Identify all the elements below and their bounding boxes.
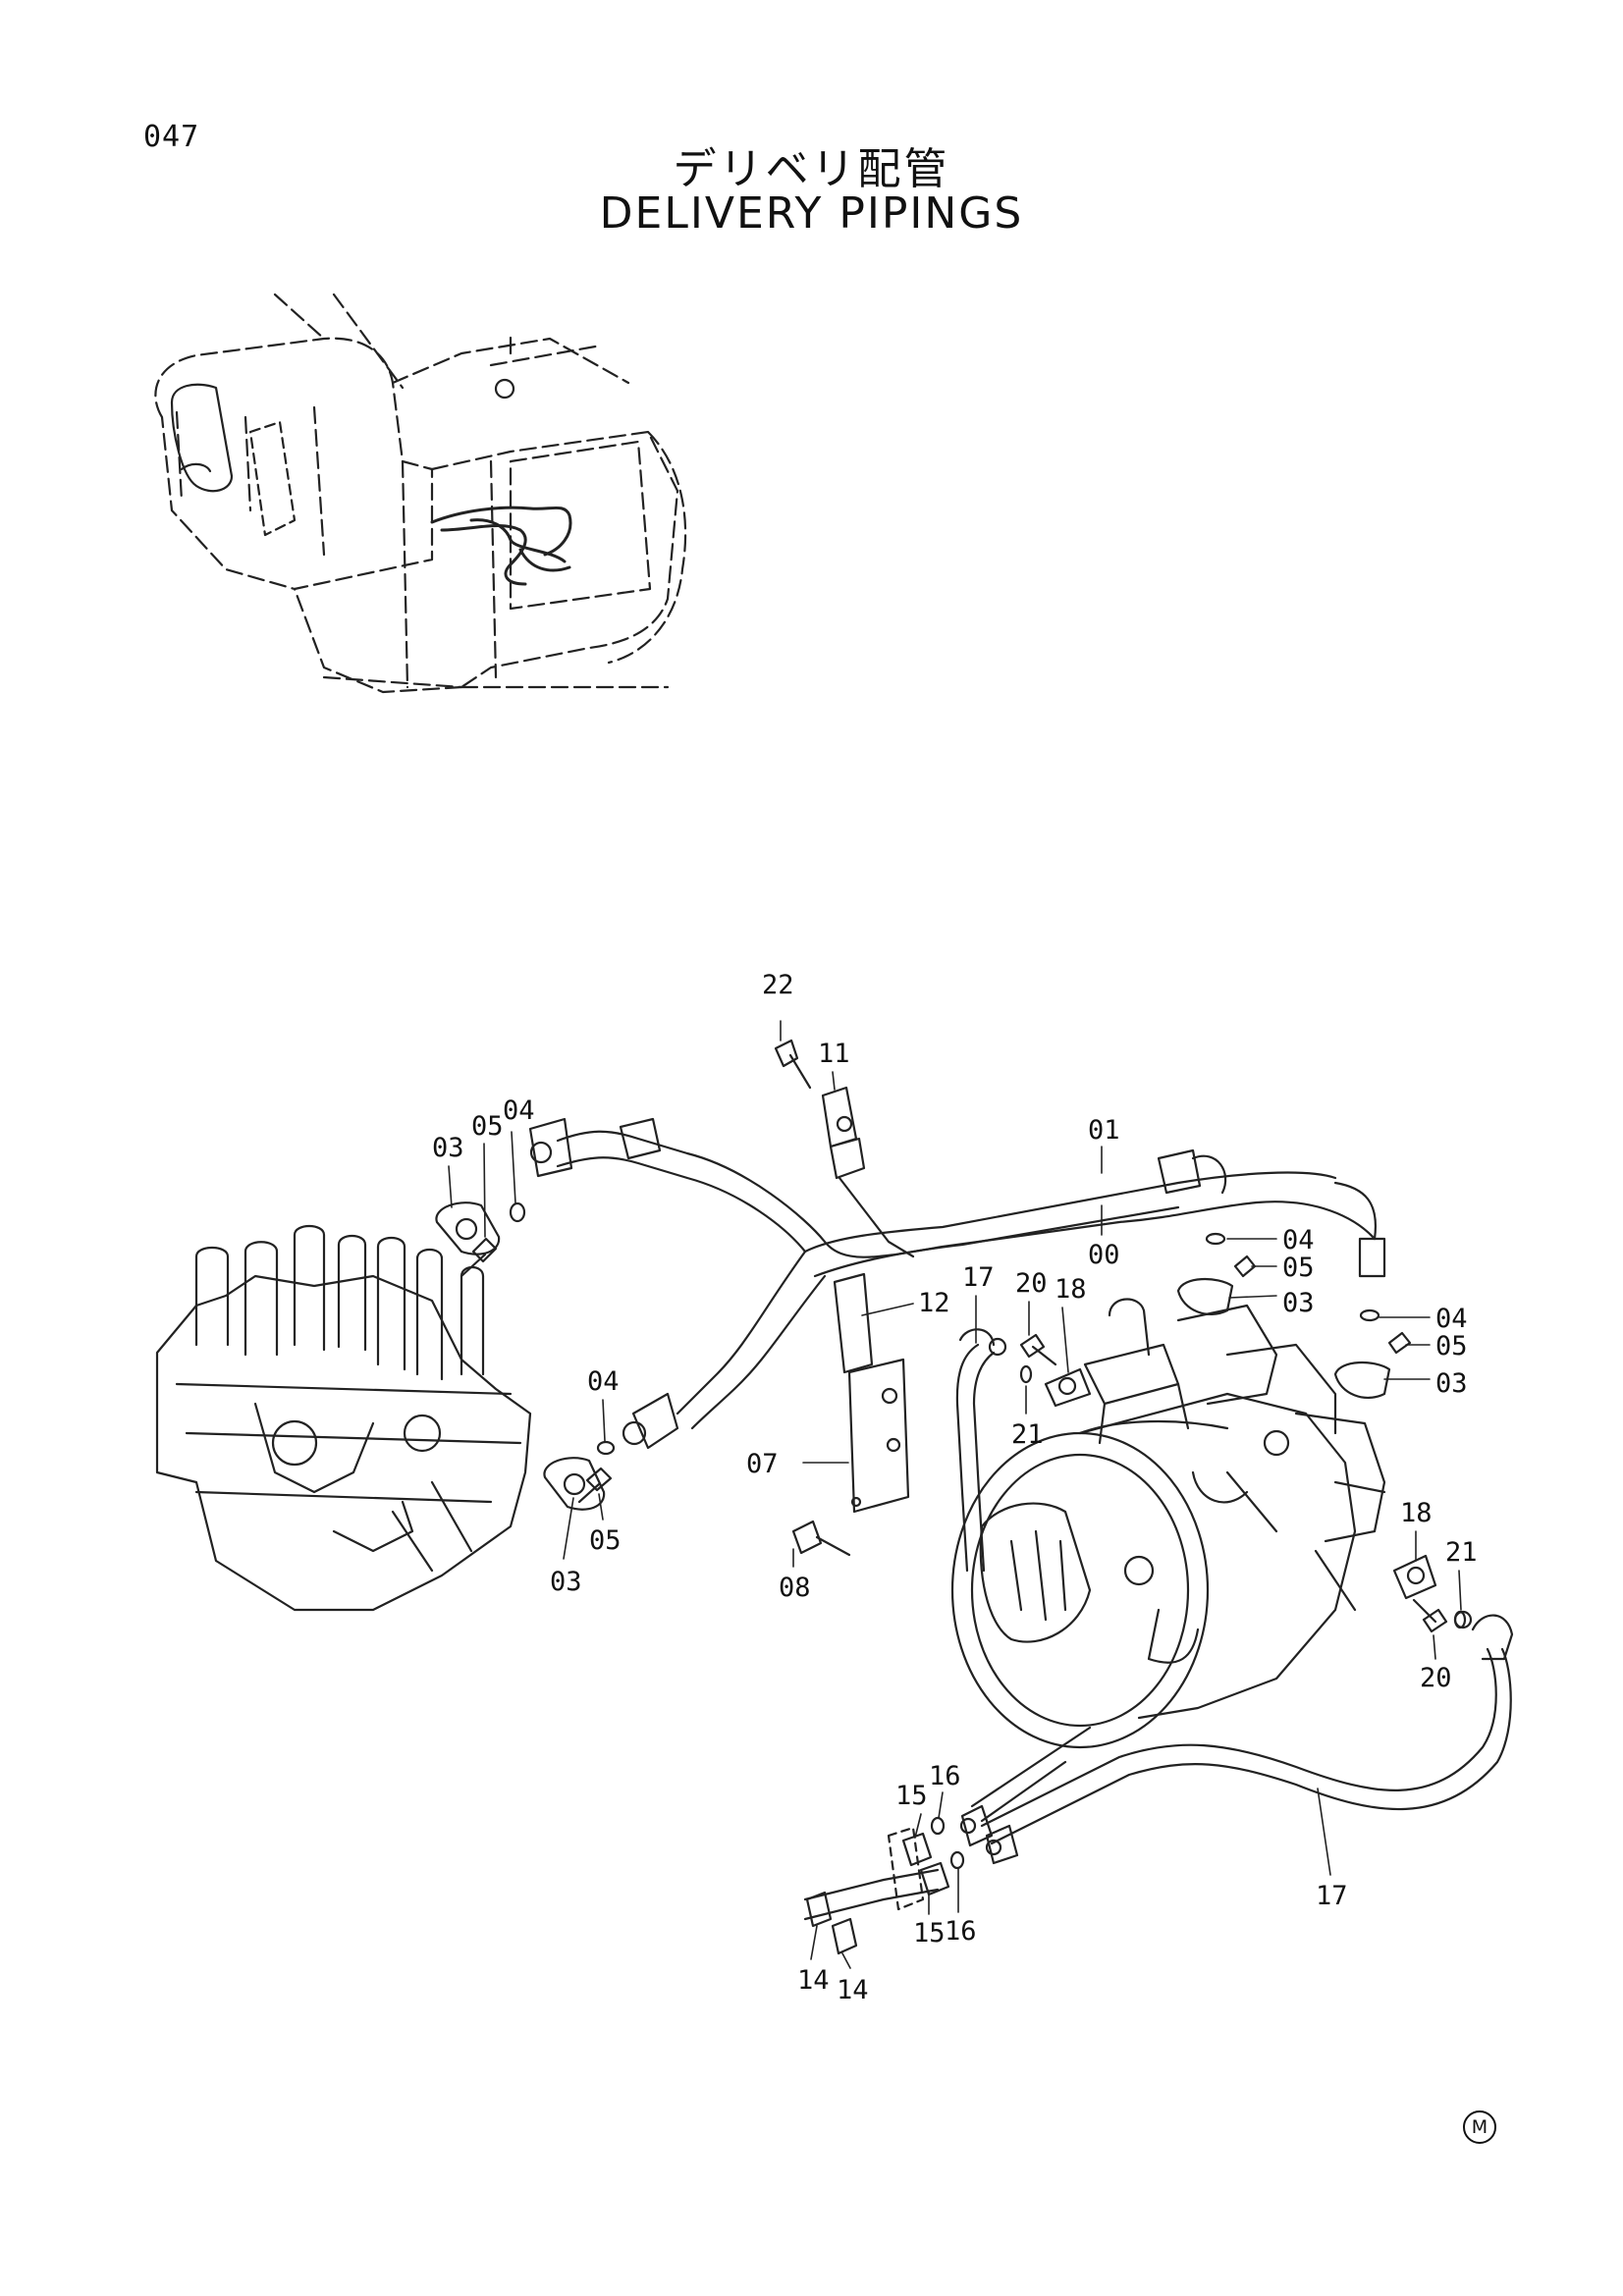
- delivery-hoses: [556, 1130, 1512, 1845]
- callout-label: 18: [1055, 1274, 1087, 1305]
- callout-label: 11: [818, 1039, 850, 1069]
- callout-label: 08: [779, 1573, 811, 1603]
- callout-label: 04: [587, 1366, 620, 1397]
- callout-label: 18: [1400, 1498, 1433, 1528]
- callout-label: 05: [1282, 1253, 1315, 1283]
- callout-label: 04: [503, 1095, 535, 1126]
- page-number: 047: [143, 120, 200, 154]
- callout-label: 00: [1088, 1240, 1120, 1270]
- callout-label: 04: [1435, 1304, 1468, 1334]
- callout-label: 07: [746, 1449, 779, 1479]
- callout-label: 20: [1015, 1268, 1048, 1299]
- callout-label: 22: [762, 970, 794, 1000]
- leader-lines: [448, 1020, 1462, 1969]
- main-pump-assembly: [950, 1298, 1386, 1749]
- callout-label: 21: [1445, 1537, 1478, 1568]
- callout-label: 17: [962, 1262, 995, 1293]
- callout-label: 03: [550, 1567, 582, 1597]
- callout-label: 14: [797, 1965, 830, 1996]
- title-japanese: デリベリ配管: [673, 144, 950, 194]
- hose-fittings: [528, 1117, 1514, 1865]
- callout-label: 15: [913, 1918, 946, 1949]
- callout-label: 03: [1282, 1288, 1315, 1318]
- copyright-mark: M: [1463, 2110, 1496, 2144]
- callout-label: 20: [1420, 1663, 1452, 1693]
- callout-label: 21: [1011, 1419, 1044, 1450]
- overview-cab-windows: [170, 378, 515, 537]
- callout-label: 17: [1316, 1881, 1348, 1911]
- adapter-fittings: [803, 1816, 965, 1955]
- callout-label: 04: [1282, 1225, 1315, 1255]
- callout-label: 15: [895, 1781, 928, 1811]
- excavator-overview: [154, 293, 687, 694]
- title-english: DELIVERY PIPINGS: [599, 188, 1024, 239]
- callout-label: 12: [918, 1288, 950, 1318]
- control-valve-assembly: [155, 1224, 532, 1612]
- callout-label: 03: [1435, 1368, 1468, 1399]
- callout-label: 03: [432, 1133, 464, 1163]
- clamp-parts: [791, 1086, 915, 1557]
- callout-label: 05: [471, 1111, 504, 1142]
- callout-label: 05: [589, 1525, 622, 1556]
- overview-highlighted-pipes: [430, 506, 572, 586]
- callout-labels: 22 11 01 00 12 07 08 03 05 04 04 05 03 0…: [432, 970, 1478, 2005]
- callout-label: 14: [837, 1975, 869, 2005]
- callout-label: 16: [929, 1761, 961, 1791]
- callout-label: 01: [1088, 1115, 1120, 1146]
- callout-label: 16: [945, 1916, 977, 1947]
- callout-label: 05: [1435, 1331, 1468, 1362]
